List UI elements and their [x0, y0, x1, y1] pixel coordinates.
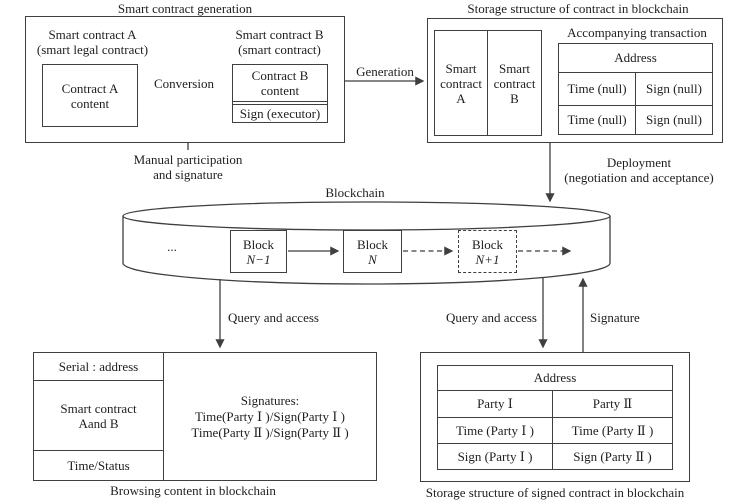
contract-b-label: Smart contract B (smart contract): [235, 27, 324, 57]
signatures-cell: Signatures: Time(Party Ⅰ )/Sign(Party Ⅰ …: [191, 392, 349, 440]
smart-contract-ab-cell: Smart contract Aand B: [34, 381, 163, 451]
time-null-cell: Time (null): [559, 106, 636, 134]
contract-b-box: Contract B content Sign (executor): [232, 64, 328, 123]
block-n: Block N: [343, 230, 402, 273]
address-header-cell: Address: [559, 44, 712, 73]
sign-party-1-cell: Sign (Party Ⅰ ): [438, 444, 553, 469]
sign-null-cell: Sign (null): [646, 112, 702, 127]
block-name: Block: [471, 236, 504, 252]
block-index: N+1: [475, 251, 500, 267]
stored-contracts-box: Smart contract A Smart contract B: [434, 30, 542, 136]
stored-contract-b-cell: Smart contract B: [493, 60, 536, 106]
blockchain-label: Blockchain: [325, 185, 385, 200]
time-party-2-cell: Time (Party Ⅱ ): [553, 418, 672, 444]
sign-party-2-cell: Sign (Party Ⅱ ): [573, 448, 652, 464]
browsing-content-box: Serial : address Smart contract Aand B T…: [33, 352, 377, 481]
manual-participation-label: Manual participation and signature: [133, 152, 243, 182]
generation-label: Generation: [356, 64, 414, 79]
stored-contract-a-cell: Smart contract A: [435, 31, 488, 135]
block-index: N−1: [246, 251, 271, 267]
browsing-caption: Browsing content in blockchain: [110, 483, 276, 498]
contract-b-sign-cell: Sign (executor): [233, 104, 327, 122]
generation-section-title: Smart contract generation: [117, 1, 253, 16]
block-n-plus-1: Block N+1: [458, 230, 517, 273]
block-name: Block: [242, 236, 275, 252]
block-index: N: [368, 251, 377, 267]
party-1-cell: Party Ⅰ: [438, 391, 553, 418]
block-n-minus-1: Block N−1: [230, 230, 287, 273]
sign-null-cell: Sign (null): [636, 73, 712, 106]
address-header-cell: Address: [438, 366, 672, 391]
contract-b-content-cell: Contract B content: [233, 65, 327, 102]
party-2-cell: Party Ⅱ: [553, 391, 672, 418]
deployment-label: Deployment (negotiation and acceptance): [564, 155, 714, 185]
blockchain-ellipsis: ...: [167, 239, 177, 254]
signature-label: Signature: [590, 310, 640, 325]
accompanying-transaction-table: Address Time (null) Sign (null) Time (nu…: [558, 43, 713, 135]
signed-storage-caption: Storage structure of signed contract in …: [425, 485, 685, 500]
accompanying-transaction-title: Accompanying transaction: [567, 25, 707, 40]
storage-section-title: Storage structure of contract in blockch…: [467, 1, 689, 16]
contract-a-label: Smart contract A (smart legal contract): [36, 27, 149, 57]
time-null-cell: Time (null): [559, 73, 636, 106]
time-party-1-cell: Time (Party Ⅰ ): [438, 418, 553, 444]
serial-address-cell: Serial : address: [34, 353, 163, 381]
contract-a-content-box: Contract A content: [42, 64, 138, 127]
query-access-left-label: Query and access: [228, 310, 319, 325]
time-status-cell: Time/Status: [67, 457, 130, 473]
signed-contract-table: Address Party Ⅰ Party Ⅱ Time (Party Ⅰ ) …: [437, 365, 673, 470]
block-name: Block: [356, 236, 389, 252]
conversion-label: Conversion: [154, 76, 214, 91]
query-access-right-label: Query and access: [446, 310, 537, 325]
